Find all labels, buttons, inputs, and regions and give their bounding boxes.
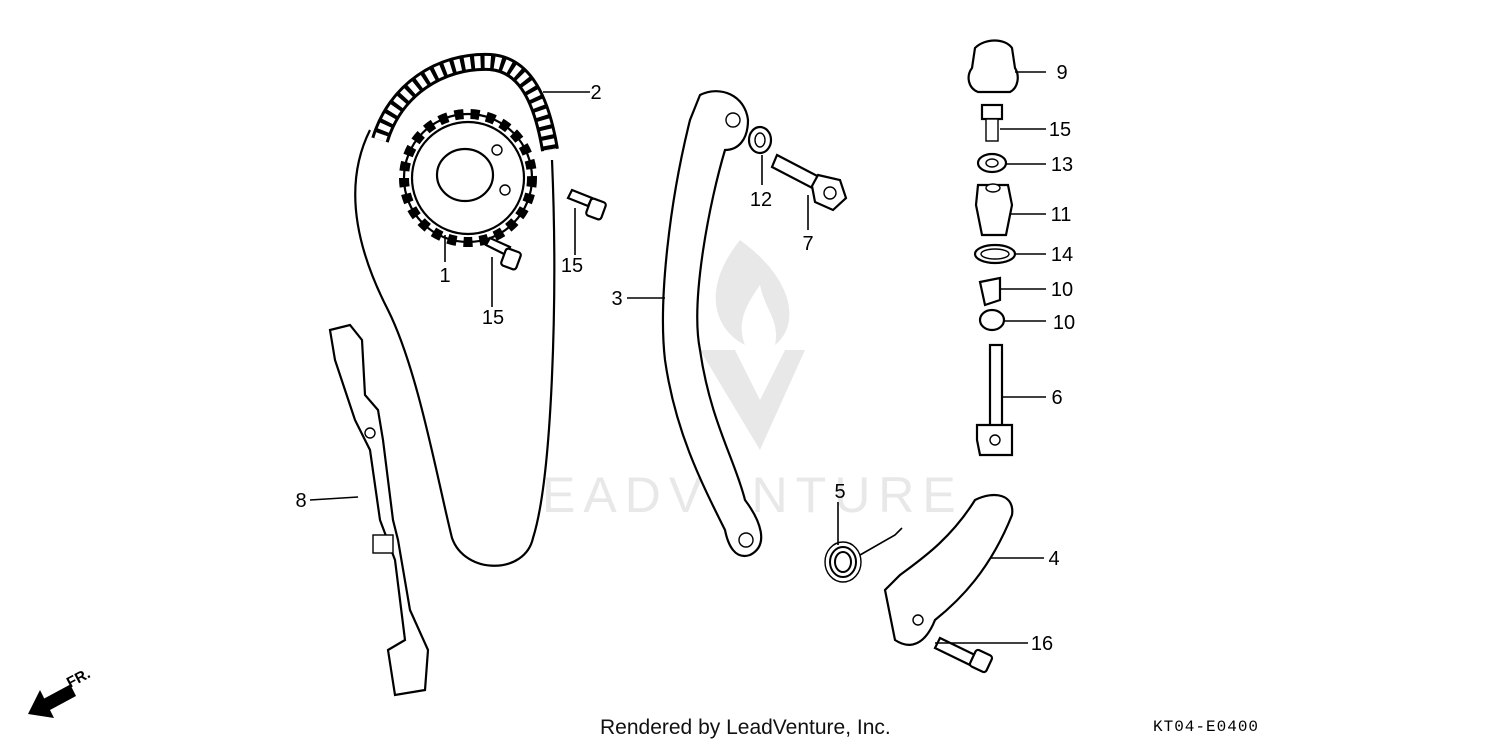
cam-chain-tensioner-slider — [661, 90, 763, 558]
callout-9: 9 — [1056, 62, 1067, 84]
cam-sprocket — [399, 109, 537, 247]
washer-12 — [747, 125, 773, 155]
callout-15b: 15 — [561, 255, 583, 277]
callout-10a: 10 — [1051, 279, 1073, 301]
bolt-16 — [933, 636, 994, 674]
tensioner-arm — [883, 493, 1014, 646]
cap-9 — [967, 39, 1019, 94]
callout-1: 1 — [439, 265, 450, 287]
front-direction-arrow: FR. — [28, 665, 93, 718]
callout-7: 7 — [802, 233, 813, 255]
callout-6: 6 — [1051, 387, 1062, 409]
o-ring-14 — [973, 243, 1017, 265]
callout-15c: 15 — [482, 307, 504, 329]
tensioner-spring — [824, 527, 903, 583]
pivot-bolt-7 — [770, 153, 848, 212]
callout-4: 4 — [1048, 548, 1059, 570]
callout-2: 2 — [590, 82, 601, 104]
render-credit: Rendered by LeadVenture, Inc. — [600, 716, 891, 739]
callout-13: 13 — [1051, 154, 1073, 176]
callout-11: 11 — [1051, 204, 1072, 226]
callout-5: 5 — [834, 481, 845, 503]
leader-lines — [309, 71, 1046, 644]
callout-15a: 15 — [1049, 119, 1071, 141]
collar-10a — [978, 276, 1002, 307]
tensioner-rod-6 — [975, 343, 1014, 457]
washer-13 — [976, 152, 1008, 174]
callout-16: 16 — [1031, 633, 1053, 655]
tensioner-bolt-11 — [974, 183, 1014, 237]
bolt-15-sprocket-b — [484, 236, 522, 271]
callout-12: 12 — [750, 189, 772, 211]
bolt-15-cap — [980, 103, 1004, 142]
callout-8: 8 — [295, 490, 306, 512]
cam-chain-guide — [328, 323, 430, 697]
callout-10b: 10 — [1053, 312, 1075, 334]
bolt-15-sprocket-a — [566, 188, 607, 221]
diagram-code: KT04-E0400 — [1153, 718, 1260, 736]
callout-3: 3 — [611, 288, 622, 310]
collar-10b — [978, 308, 1006, 332]
callout-14: 14 — [1051, 244, 1073, 266]
